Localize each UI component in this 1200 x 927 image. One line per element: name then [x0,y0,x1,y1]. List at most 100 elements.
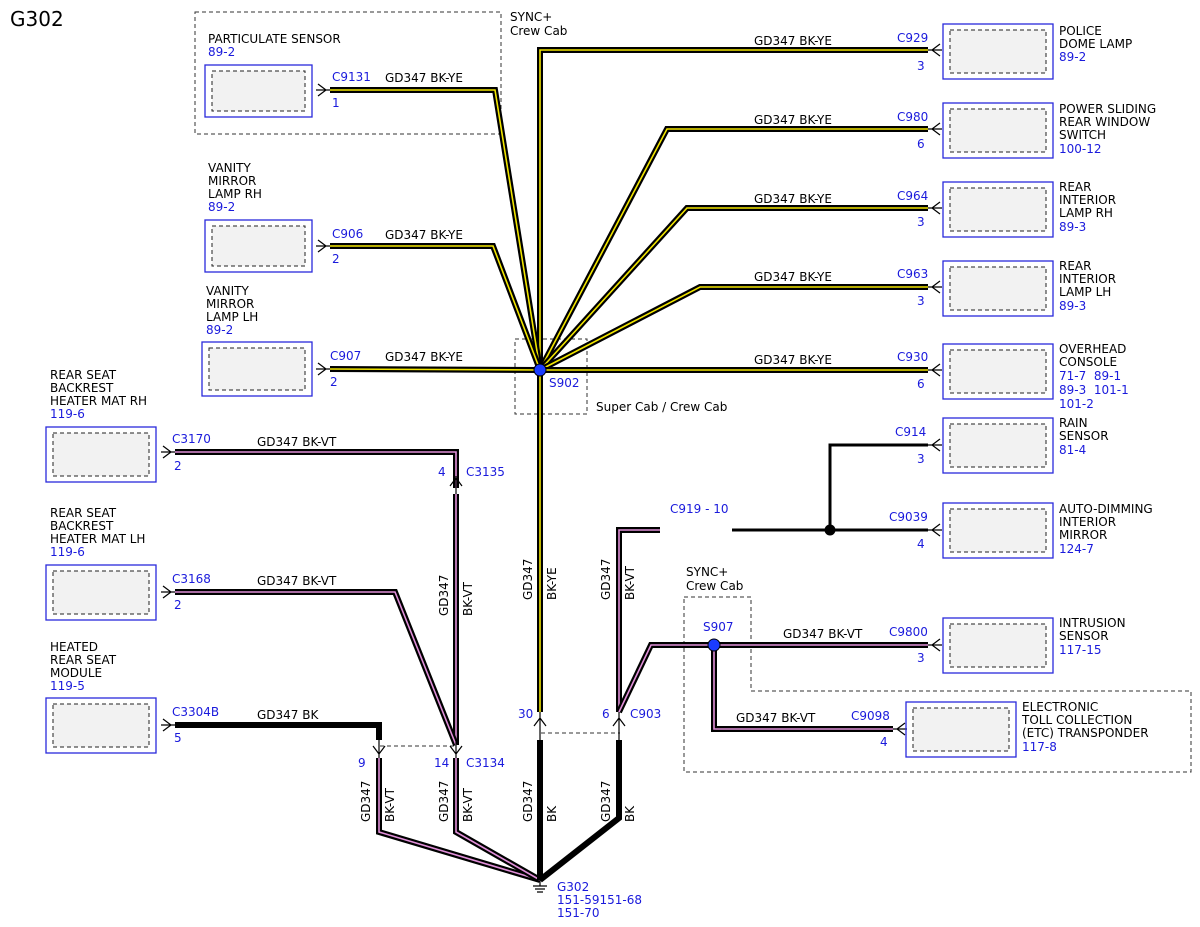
lamp-lh-name-2: INTERIOR [1059,272,1116,286]
vanity-lh-name-3: LAMP LH [206,310,258,324]
splice-s907[interactable] [707,638,721,652]
vanity-rh-ref: 89-2 [208,200,235,214]
c929-pin: 3 [917,59,925,73]
component-lamp-rh[interactable] [942,181,1054,238]
backrest-rh-name-1: REAR SEAT [50,368,117,382]
component-sliding-window[interactable] [942,102,1054,159]
svg-text:GD347 BK-YE: GD347 BK-YE [754,192,832,206]
autodim-name-3: MIRROR [1059,528,1107,542]
rain-ref: 81-4 [1059,443,1086,457]
c3170-pin: 2 [174,459,182,473]
svg-text:BK-VT: BK-VT [461,581,475,616]
sliding-name-1: POWER SLIDING [1059,102,1156,116]
component-auto-dimming-mirror[interactable] [942,502,1054,559]
component-etc-transponder[interactable] [905,701,1017,758]
backrest-lh-ref: 119-6 [50,545,85,559]
component-intrusion-sensor[interactable] [942,617,1054,674]
c3135-pin: 4 [438,465,446,479]
svg-text:BK-VT: BK-VT [461,787,475,822]
zone-label-super-crew: Super Cab / Crew Cab [596,400,727,414]
c9098-pin: 4 [880,735,888,749]
c903-label: C903 [630,707,661,721]
overhead-name-1: OVERHEAD [1059,342,1126,356]
intrusion-name-1: INTRUSION [1059,616,1126,630]
c963-pin: 3 [917,294,925,308]
svg-text:GD347: GD347 [437,781,451,822]
wire-c3304b [175,722,382,740]
vanity-lh-ref: 89-2 [206,323,233,337]
c9098-label: C9098 [851,709,890,723]
c9131-label: C9131 [332,70,371,84]
svg-text:GD347 BK-YE: GD347 BK-YE [754,34,832,48]
c907-label: C907 [330,349,361,363]
etc-name-3: (ETC) TRANSPONDER [1022,726,1149,740]
wire-c903-c919 [616,527,660,712]
c903-pin-6: 6 [602,707,610,721]
c9039-pin: 4 [917,537,925,551]
c3135-label: C3135 [466,465,505,479]
component-heated-module[interactable] [45,697,157,754]
intrusion-name-2: SENSOR [1059,629,1109,643]
component-particulate-sensor[interactable] [204,64,313,118]
police-name-1: POLICE [1059,24,1102,38]
c3304b-label: C3304B [172,705,219,719]
heated-name-1: HEATED [50,640,98,654]
c914-label: C914 [895,425,926,439]
c3168-pin: 2 [174,598,182,612]
junction-dot [824,524,836,536]
component-lamp-lh[interactable] [942,260,1054,317]
heated-name-3: MODULE [50,666,102,680]
vanity-rh-name-1: VANITY [208,161,251,175]
svg-text:BK-YE: BK-YE [545,567,559,600]
etc-ref: 117-8 [1022,740,1057,754]
backrest-rh-ref: 119-6 [50,407,85,421]
c906-pin: 2 [332,252,340,266]
heated-name-2: REAR SEAT [50,653,117,667]
autodim-ref: 124-7 [1059,542,1094,556]
particulate-name: PARTICULATE SENSOR [208,32,341,46]
splice-s902-label: S902 [549,376,580,390]
lamp-rh-name-3: LAMP RH [1059,206,1113,220]
wire-c9800 [616,642,928,714]
c980-pin: 6 [917,137,925,151]
rain-name-2: SENSOR [1059,429,1109,443]
lamp-lh-name-1: REAR [1059,259,1091,273]
c964-label: C964 [897,189,928,203]
c906-label: C906 [332,227,363,241]
component-backrest-lh[interactable] [45,564,157,621]
component-vanity-lh[interactable] [201,341,313,397]
overhead-name-2: CONSOLE [1059,355,1117,369]
c3134-label: C3134 [466,756,505,770]
c930-label: C930 [897,350,928,364]
splice-s902[interactable] [533,363,547,377]
svg-text:GD347: GD347 [599,559,613,600]
sync-crew-top-zone [194,11,502,135]
component-overhead-console[interactable] [942,343,1054,400]
wire-labels: GD347 BK-YE GD347 BK-YE GD347 BK-YE GD34… [257,34,863,725]
c930-pin: 6 [917,377,925,391]
splice-s907-label: S907 [703,620,734,634]
svg-text:GD347 BK-YE: GD347 BK-YE [754,353,832,367]
component-vanity-rh[interactable] [204,219,313,273]
backrest-lh-name-3: HEATER MAT LH [50,532,145,546]
c3304b-pin: 5 [174,731,182,745]
sliding-name-2: REAR WINDOW [1059,115,1150,129]
overhead-ref-1: 71-7 89-1 [1059,369,1121,383]
police-name-2: DOME LAMP [1059,37,1132,51]
svg-text:GD347 BK-YE: GD347 BK-YE [385,228,463,242]
svg-text:GD347 BK-VT: GD347 BK-VT [783,627,863,641]
zone-label-sync: SYNC+ [510,10,552,24]
svg-text:BK-VT: BK-VT [383,787,397,822]
svg-text:GD347 BK-VT: GD347 BK-VT [257,574,337,588]
etc-name-2: TOLL COLLECTION [1021,713,1132,727]
police-ref: 89-2 [1059,50,1086,64]
component-police-dome[interactable] [942,23,1054,80]
backrest-rh-name-3: HEATER MAT RH [50,394,147,408]
zone-label-crew-lower: Crew Cab [686,579,743,593]
component-backrest-rh[interactable] [45,426,157,483]
ground-label: G302 [557,880,589,894]
component-rain-sensor[interactable] [942,417,1054,474]
svg-text:GD347 BK-YE: GD347 BK-YE [754,270,832,284]
overhead-ref-2: 89-3 101-1 [1059,383,1129,397]
